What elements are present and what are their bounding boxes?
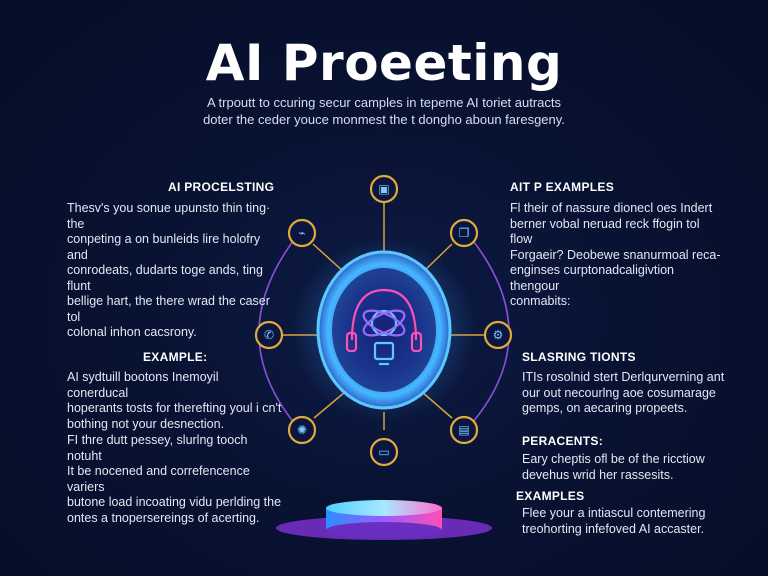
node-upper-right <box>449 218 479 248</box>
nodes <box>254 174 513 467</box>
text-line: gemps, on aecaring propeets. <box>522 401 688 415</box>
right-paragraph-2: ITIs rosolnid stert Derlqurverning ant o… <box>522 370 727 417</box>
tablet-icon: ▤ <box>458 423 469 437</box>
text-line: ontes a tnopersereings of acerting. <box>67 510 260 525</box>
left-paragraph-3: FI thre dutt pessey, slurlng tooch notuh… <box>67 433 282 526</box>
text-line: ITIs rosolnid stert Derlqurverning ant <box>522 370 725 384</box>
right-paragraph-3: Eary cheptis ofl be of the ricctiow deve… <box>522 452 727 483</box>
text-line: bothing not your desnection. <box>67 416 225 431</box>
left-heading-1: AI PROCELSTING <box>168 180 275 194</box>
text-line: treohorting infefoved AI accaster. <box>522 521 705 536</box>
right-heading-4: EXAMPLES <box>516 489 585 503</box>
text-line: our out necourlng aoe cosumarage <box>522 385 716 400</box>
gear-icon: ⚙ <box>493 328 504 342</box>
right-paragraph-4: Flee your a intiascul contemering treoho… <box>522 506 727 537</box>
chip-icon: ▣ <box>378 182 389 196</box>
left-paragraph-1: Thesv's you sonue upunsto thin ting· the… <box>67 201 282 341</box>
right-paragraph-1: Fl their of nassure dionecl oes Indert b… <box>510 201 722 310</box>
right-heading-2: SLASRING TIONTS <box>522 350 636 364</box>
subtitle-line: A trpoutt to ccuring secur camples in te… <box>206 95 562 110</box>
chat-icon: ⌁ <box>298 226 305 240</box>
node-upper-left <box>287 218 317 248</box>
left-heading-2: EXAMPLE: <box>143 350 208 364</box>
node-bottom <box>369 437 399 467</box>
phone-icon: ✆ <box>264 328 274 342</box>
text-line: butone load incoating vidu perlding the <box>67 495 282 509</box>
text-line: Thesv's you sonue upunsto thin ting· the <box>67 201 271 231</box>
robot-icon <box>345 288 423 366</box>
text-line: hoperants tosts for therefting youl i cn… <box>67 401 282 415</box>
chat-bubble-icon: ▭ <box>378 445 389 459</box>
subtitle-line: doter the ceder youce monmest the t dong… <box>203 112 565 127</box>
page-title: AI Proeeting <box>205 34 563 92</box>
settings-icon: ✺ <box>297 423 307 437</box>
node-lower-left <box>287 415 317 445</box>
text-line: enginses curptonadcaligivtion thengour <box>510 263 674 293</box>
text-line: It be nocened and correfencence variers <box>67 464 250 494</box>
left-paragraph-2: AI sydtuill bootons Inemoyil conerducal … <box>67 370 282 432</box>
text-line: Forgaeir? Deobewe snanurmoal reca- <box>510 247 721 262</box>
document-icon: ❐ <box>459 226 470 240</box>
text-line: devehus wrid her rassesits. <box>522 467 674 482</box>
node-right <box>483 320 513 350</box>
right-heading-1: AIT P EXAMPLES <box>510 180 614 194</box>
pedestal-top <box>326 500 442 516</box>
text-line: colonal inhon cacsrony. <box>67 325 197 339</box>
node-lower-right <box>449 415 479 445</box>
text-line: conpeting a on bunleids lire holofry and <box>67 232 261 262</box>
core-inner <box>332 268 436 392</box>
text-line: berner vobal neruad reck ffogin tol flow <box>510 216 700 247</box>
page-subtitle: A trpoutt to ccuring secur camples in te… <box>150 94 618 128</box>
right-heading-3: PERACENTS: <box>522 434 604 448</box>
text-line: conmabits: <box>510 294 571 308</box>
text-line: AI sydtuill bootons Inemoyil conerducal <box>67 370 219 400</box>
text-line: Eary cheptis ofl be of the ricctiow <box>522 452 705 466</box>
node-left <box>254 320 284 350</box>
node-top <box>369 174 399 204</box>
text-line: bellige hart, the there wrad the caser t… <box>67 294 270 324</box>
text-line: conrodeats, dudarts toge ands, ting flun… <box>67 263 263 293</box>
text-line: Fl their of nassure dionecl oes Indert <box>510 201 713 215</box>
pedestal-base <box>326 522 442 538</box>
text-line: FI thre dutt pessey, slurlng tooch notuh… <box>67 433 248 463</box>
text-line: Flee your a intiascul contemering <box>522 506 706 520</box>
